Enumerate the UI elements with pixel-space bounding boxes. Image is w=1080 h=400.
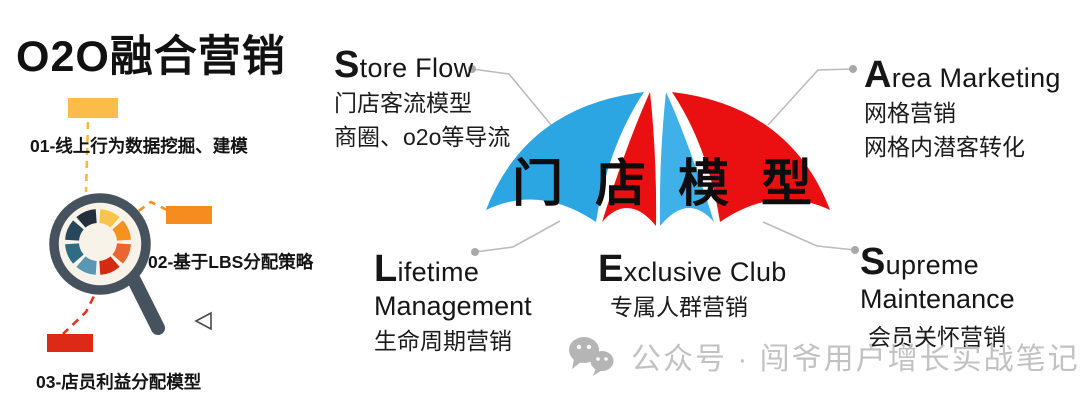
watermark-text: 公众号 · 闯爷用户增长实战笔记 — [631, 343, 1080, 376]
section-heading-line2: Maintenance — [860, 284, 1015, 314]
section-line: 商圈、o2o等导流 — [334, 124, 511, 151]
step3-label: 03-店员利益分配模型 — [36, 372, 202, 392]
section-line: 网格内潜客转化 — [864, 134, 1025, 161]
section-heading: Supreme — [860, 241, 980, 283]
section-exclusive-club: Exclusive Club 专属人群营销 — [598, 250, 787, 322]
section-line: 专属人群营销 — [610, 294, 748, 320]
section-area-marketing: Area Marketing 网格营销 网格内潜客转化 — [864, 56, 1061, 163]
step3-marker — [47, 334, 93, 352]
step2-marker — [166, 206, 212, 224]
section-heading: Lifetime — [374, 248, 480, 290]
section-heading-line2: Management — [374, 291, 532, 321]
wechat-icon — [569, 337, 614, 376]
watermark: 公众号 · 闯爷用户增长实战笔记 — [565, 334, 1080, 378]
step1-label: 01-线上行为数据挖掘、建模 — [30, 136, 248, 156]
umbrella-graphic — [486, 92, 830, 226]
section-heading: Area Marketing — [864, 54, 1061, 96]
magnifier-donut-icon — [49, 193, 165, 335]
section-heading: Exclusive Club — [598, 248, 787, 290]
play-triangle-icon — [194, 311, 212, 331]
section-heading: Store Flow — [334, 44, 474, 86]
umbrella-char: 模 — [677, 155, 729, 212]
section-line: 门店客流模型 — [334, 90, 472, 116]
umbrella-char: 门 — [512, 155, 564, 212]
step1-marker — [68, 98, 118, 118]
section-line: 生命周期营销 — [374, 328, 512, 354]
section-supreme-maintenance: Supreme Maintenance 会员关怀营销 — [860, 243, 1015, 352]
section-lifetime-management: Lifetime Management 生命周期营销 — [374, 250, 532, 356]
section-line: 会员关怀营销 — [868, 324, 1006, 350]
section-store-flow: Store Flow 门店客流模型 商圈、o2o等导流 — [334, 46, 510, 153]
section-line: 网格营销 — [864, 100, 956, 126]
donut-chart-icon — [65, 209, 131, 275]
page-title: O2O融合营销 — [16, 33, 286, 81]
step2-label: 02-基于LBS分配策略 — [148, 252, 314, 272]
umbrella-title: 门 店 模 型 — [512, 142, 812, 216]
umbrella-char: 店 — [594, 155, 646, 212]
umbrella-char: 型 — [760, 155, 812, 212]
